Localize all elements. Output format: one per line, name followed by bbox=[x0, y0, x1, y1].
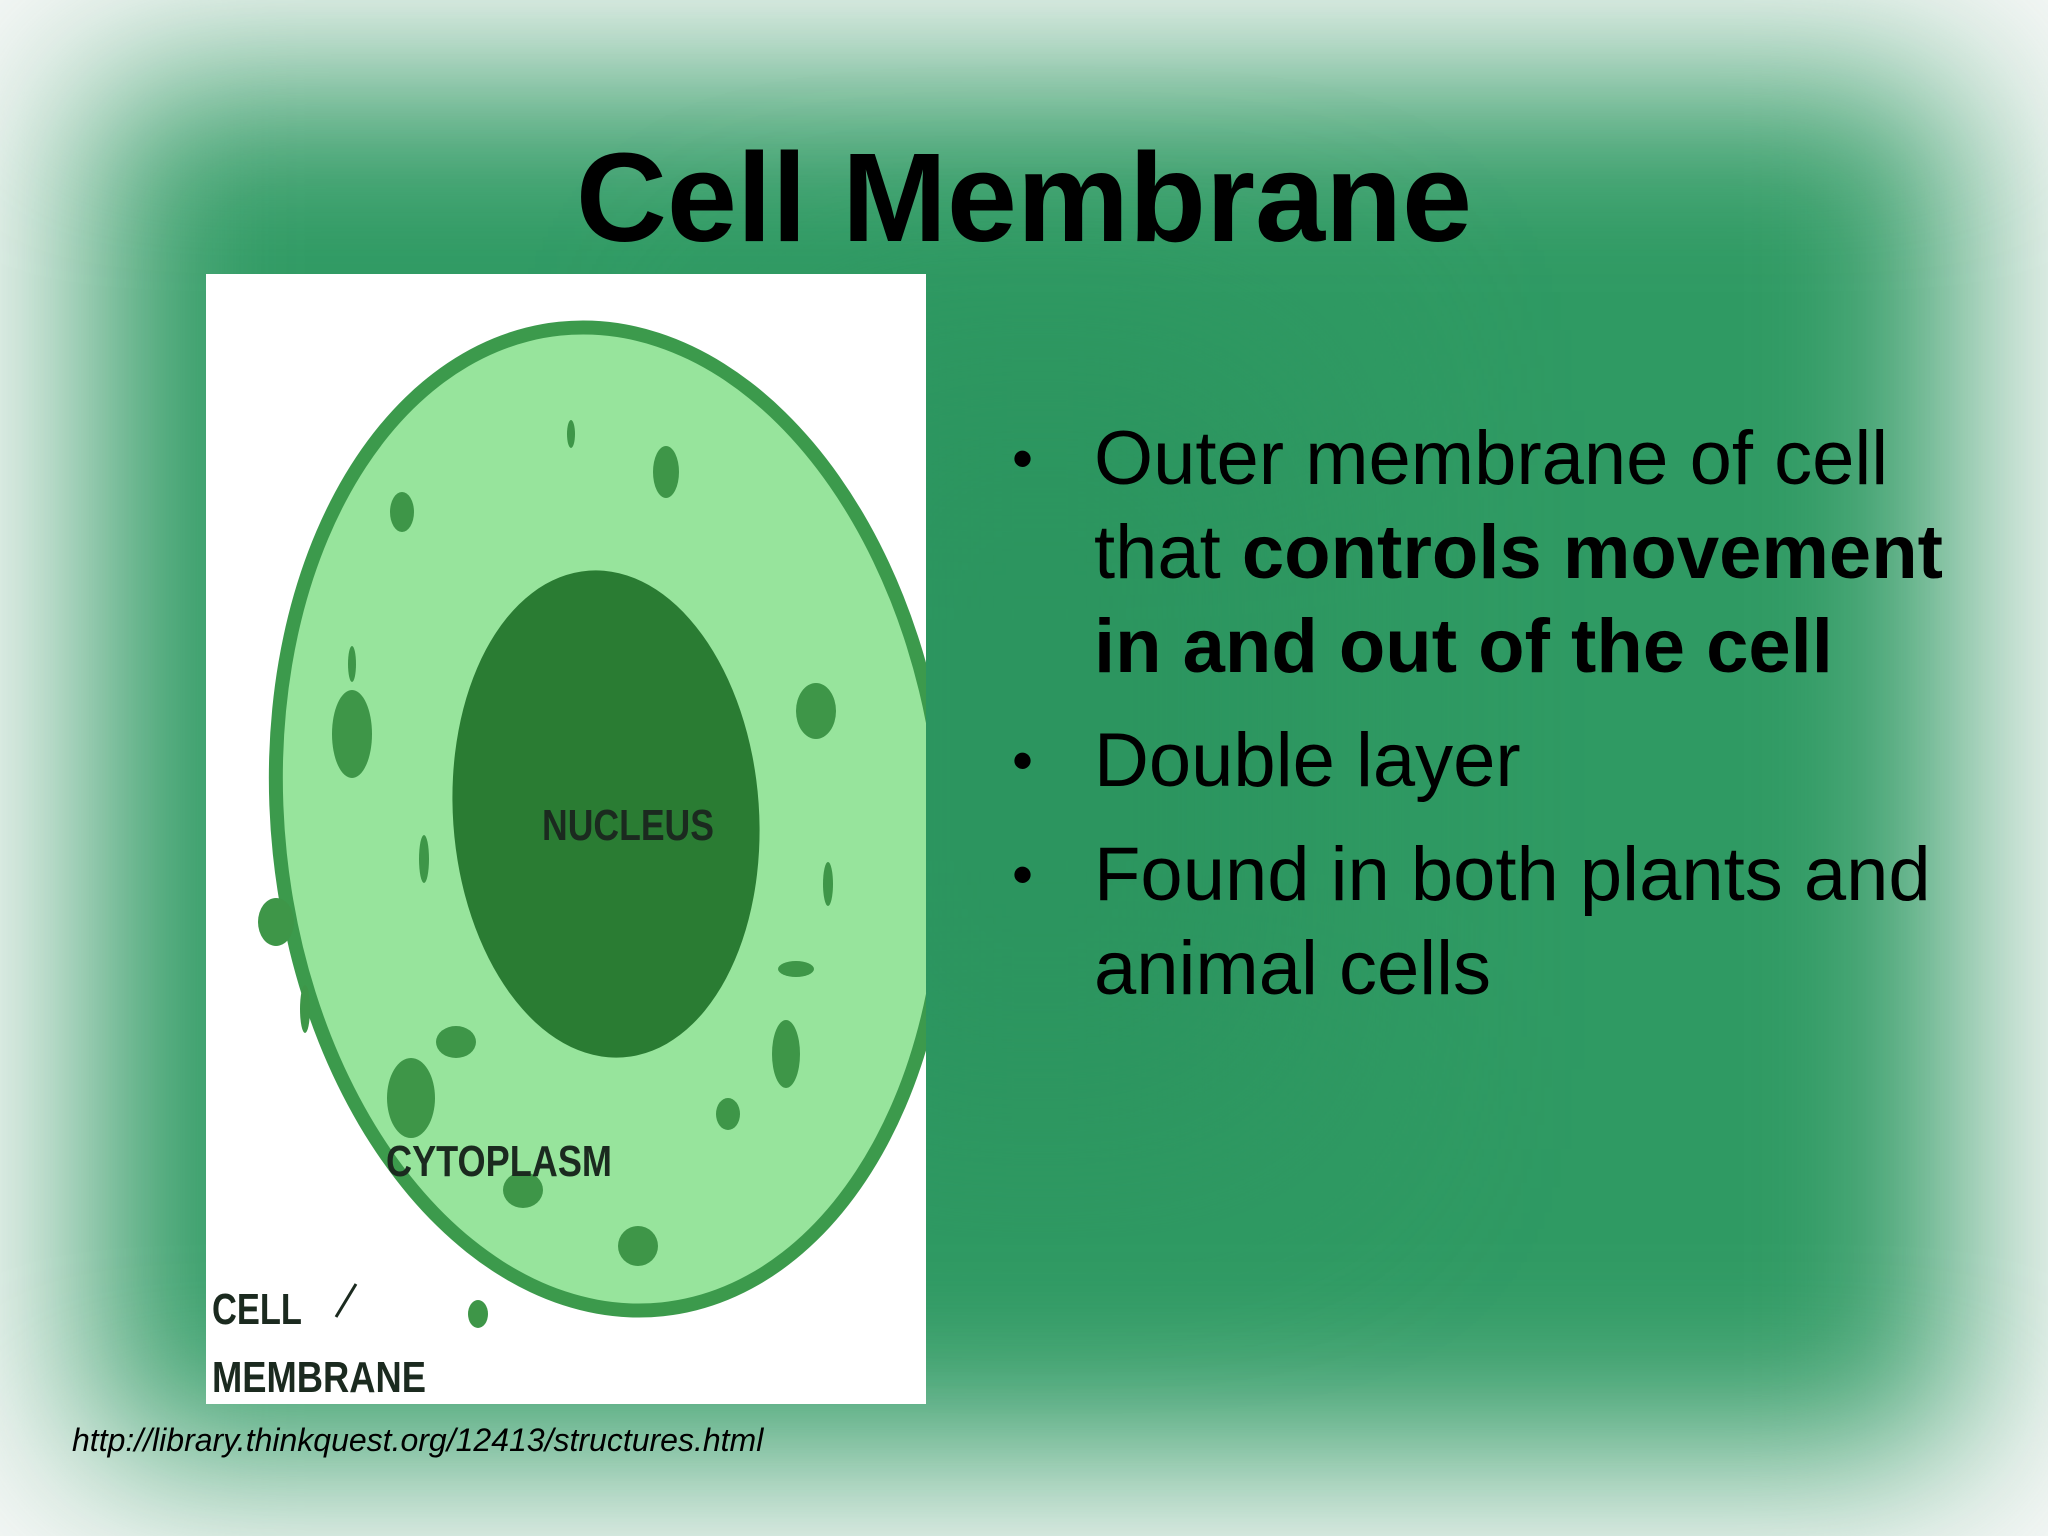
organelle bbox=[503, 1172, 543, 1208]
organelle bbox=[258, 898, 294, 946]
bullet-marker: • bbox=[1012, 425, 1034, 492]
membrane-label-line2: MEMBRANE bbox=[212, 1353, 426, 1402]
bullet-item-3: • Found in both plants and animal cells bbox=[1012, 828, 1972, 1016]
organelle bbox=[618, 1226, 658, 1266]
organelle bbox=[390, 492, 414, 532]
organelle bbox=[300, 985, 310, 1033]
cytoplasm-label: CYTOPLASM bbox=[386, 1137, 612, 1186]
organelle bbox=[772, 1020, 800, 1088]
organelle bbox=[823, 862, 833, 906]
organelle bbox=[778, 961, 814, 977]
bullet-marker: • bbox=[1012, 841, 1034, 908]
organelle bbox=[332, 690, 372, 778]
nucleus-label: NUCLEUS bbox=[542, 801, 714, 850]
source-citation: http://library.thinkquest.org/12413/stru… bbox=[72, 1422, 764, 1458]
slide-title: Cell Membrane bbox=[575, 127, 1473, 268]
organelle bbox=[468, 1300, 488, 1328]
bullet-text: Outer membrane of cell that bbox=[1094, 416, 1889, 595]
organelle bbox=[419, 835, 429, 883]
organelle bbox=[348, 646, 356, 682]
organelle bbox=[567, 420, 575, 448]
nucleus bbox=[452, 570, 760, 1058]
cell-diagram-svg: NUCLEUS CYTOPLASM CELL MEMBRANE bbox=[212, 320, 926, 1402]
cell-diagram: NUCLEUS CYTOPLASM CELL MEMBRANE bbox=[206, 274, 926, 1404]
bullet-item-2: • Double layer bbox=[1012, 714, 1972, 808]
membrane-label-line1: CELL bbox=[212, 1285, 302, 1334]
bullet-item-1: • Outer membrane of cell that controls m… bbox=[1012, 412, 1972, 694]
bullet-list: • Outer membrane of cell that controls m… bbox=[1012, 412, 1972, 1036]
bullet-text: Double layer bbox=[1094, 718, 1521, 803]
organelle bbox=[716, 1098, 740, 1130]
bullet-text: Found in both plants and animal cells bbox=[1094, 832, 1931, 1011]
organelle bbox=[653, 446, 679, 498]
organelle bbox=[387, 1058, 435, 1138]
bullet-text-emphasis: controls movement in and out of the cell bbox=[1094, 510, 1943, 689]
bullet-marker: • bbox=[1012, 727, 1034, 794]
organelle bbox=[436, 1026, 476, 1058]
membrane-pointer-line bbox=[334, 1283, 358, 1318]
organelle bbox=[796, 683, 836, 739]
